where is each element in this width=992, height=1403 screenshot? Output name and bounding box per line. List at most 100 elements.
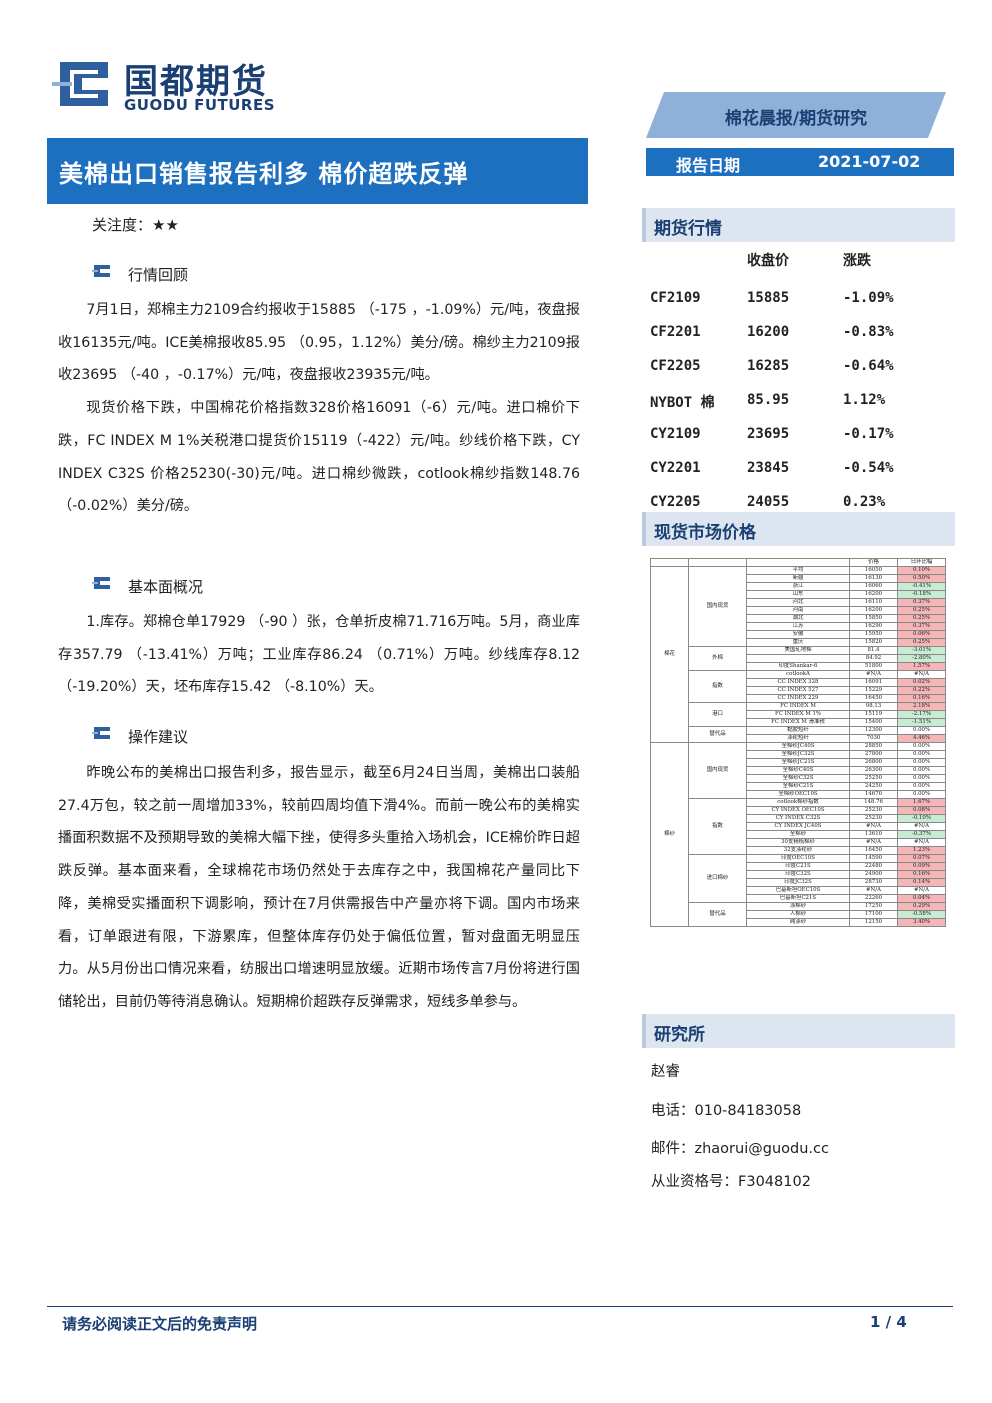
price-value: 16110: [849, 598, 898, 607]
price-value: 15229: [849, 686, 898, 695]
item-name: 30支精梳棉纱: [746, 838, 850, 847]
close-price: 23845: [747, 460, 790, 476]
price-value: 16450: [849, 846, 898, 855]
price-value: 25230: [849, 814, 898, 823]
report-date-label: 报告日期: [676, 156, 741, 175]
report-type-label: 棉花晨报/期货研究: [724, 109, 868, 129]
contract-code: CF2201: [650, 324, 701, 340]
price-value: 13610: [849, 830, 898, 839]
daily-change: 0.06%: [897, 630, 946, 639]
daily-change: 1.67%: [897, 798, 946, 807]
table-cell: [688, 558, 747, 567]
item-name: 新疆: [746, 574, 850, 583]
price-value: 81.4: [849, 646, 898, 655]
paragraph: 现货价格下跌，中国棉花价格指数328价格16091（-6）元/吨。进口棉价下跌，…: [58, 400, 580, 515]
daily-change: -0.41%: [897, 582, 946, 591]
price-value: 15950: [849, 630, 898, 639]
price-value: 16091: [849, 678, 898, 687]
daily-change: 4.46%: [897, 734, 946, 743]
table-cell: [650, 558, 689, 567]
table-row: 价格 日环比幅: [650, 558, 946, 567]
close-price: 23695: [747, 426, 790, 442]
price-value: 17250: [849, 902, 898, 911]
contract-code: CF2205: [650, 358, 701, 374]
item-name: 浙江: [746, 582, 850, 591]
daily-change: 0.09%: [897, 862, 946, 871]
item-name: 巴基斯坦OEC10S: [746, 886, 850, 895]
daily-change: -0.37%: [897, 830, 946, 839]
section-heading-text: 操作建议: [128, 728, 189, 746]
price-value: 16450: [849, 694, 898, 703]
daily-change: 0.37%: [897, 622, 946, 631]
item-name: 湖北: [746, 614, 850, 623]
daily-change: 0.00%: [897, 742, 946, 751]
daily-change: 0.00%: [897, 726, 946, 735]
price-value: 15850: [849, 614, 898, 623]
price-value: 16060: [849, 582, 898, 591]
daily-change: -2.17%: [897, 710, 946, 719]
daily-change: -0.18%: [897, 590, 946, 599]
analyst-email[interactable]: 邮件：zhaorui@guodu.cc: [651, 1141, 829, 1157]
footer-disclaimer[interactable]: 请务必阅读正文后的免责声明: [62, 1315, 258, 1333]
price-value: 22480: [849, 862, 898, 871]
price-value: 16200: [849, 606, 898, 615]
title-rule: [47, 138, 588, 140]
item-name: CY INDEX JC40S: [746, 822, 850, 831]
item-name: 全棉纱: [746, 830, 850, 839]
item-name: 全棉纱JC32S: [746, 750, 850, 759]
item-name: 河北: [746, 598, 850, 607]
category-cell: 棉花: [650, 566, 689, 743]
daily-change: 0.00%: [897, 790, 946, 799]
futures-header-row: 收盘价 涨跌: [650, 248, 950, 282]
daily-change: 1.57%: [897, 662, 946, 671]
item-name: cotlook棉纱指数: [746, 798, 850, 807]
item-name: 重庆: [746, 638, 850, 647]
futures-heading-text: 期货行情: [654, 219, 722, 239]
price-value: 17100: [849, 910, 898, 919]
item-name: 平均: [746, 566, 850, 575]
daily-change: 0.37%: [897, 598, 946, 607]
item-name: FC INDEX M: [746, 702, 850, 711]
table-cell: 日环比幅: [897, 558, 946, 567]
daily-change: 0.22%: [897, 686, 946, 695]
item-name: FC INDEX M 滑准税: [746, 718, 850, 727]
research-heading-text: 研究所: [654, 1025, 705, 1045]
price-value: 25230: [849, 806, 898, 815]
paragraph: 1.库存。郑棉仓单17929 （-90 ）张，仓单折皮棉71.716万吨。5月，…: [58, 614, 580, 696]
subcategory-cell: 进口棉纱: [688, 854, 747, 903]
item-name: CC INDEX 229: [746, 694, 850, 703]
title-bar: 美棉出口销售报告利多 棉价超跌反弹: [47, 140, 588, 204]
item-name: 涤棉纱: [746, 902, 850, 911]
daily-change: 0.25%: [897, 638, 946, 647]
report-title: 美棉出口销售报告利多 棉价超跌反弹: [59, 160, 469, 188]
fundamentals-body: 1.库存。郑棉仓单17929 （-90 ）张，仓单折皮棉71.716万吨。5月，…: [58, 606, 580, 704]
futures-heading: 期货行情: [642, 208, 955, 242]
attention-rating: 关注度：★★: [92, 216, 179, 234]
section-bullet-icon: [92, 265, 110, 277]
close-price: 16285: [747, 358, 790, 374]
footer-rule: [47, 1306, 953, 1307]
item-name: 全棉纱OEC10S: [746, 790, 850, 799]
price-value: 22260: [849, 894, 898, 903]
daily-change: -1.51%: [897, 718, 946, 727]
item-name: 印度JC32S: [746, 878, 850, 887]
daily-change: 0.00%: [897, 750, 946, 759]
price-value: 26800: [849, 758, 898, 767]
daily-change: 0.00%: [897, 766, 946, 775]
daily-change: 0.25%: [897, 606, 946, 615]
daily-change: 0.16%: [897, 870, 946, 879]
price-value: 26300: [849, 766, 898, 775]
table-cell: [746, 558, 850, 567]
analyst-license: 从业资格号：F3048102: [651, 1174, 811, 1190]
item-name: 全棉纱C32S: [746, 774, 850, 783]
daily-change: 0.07%: [897, 854, 946, 863]
